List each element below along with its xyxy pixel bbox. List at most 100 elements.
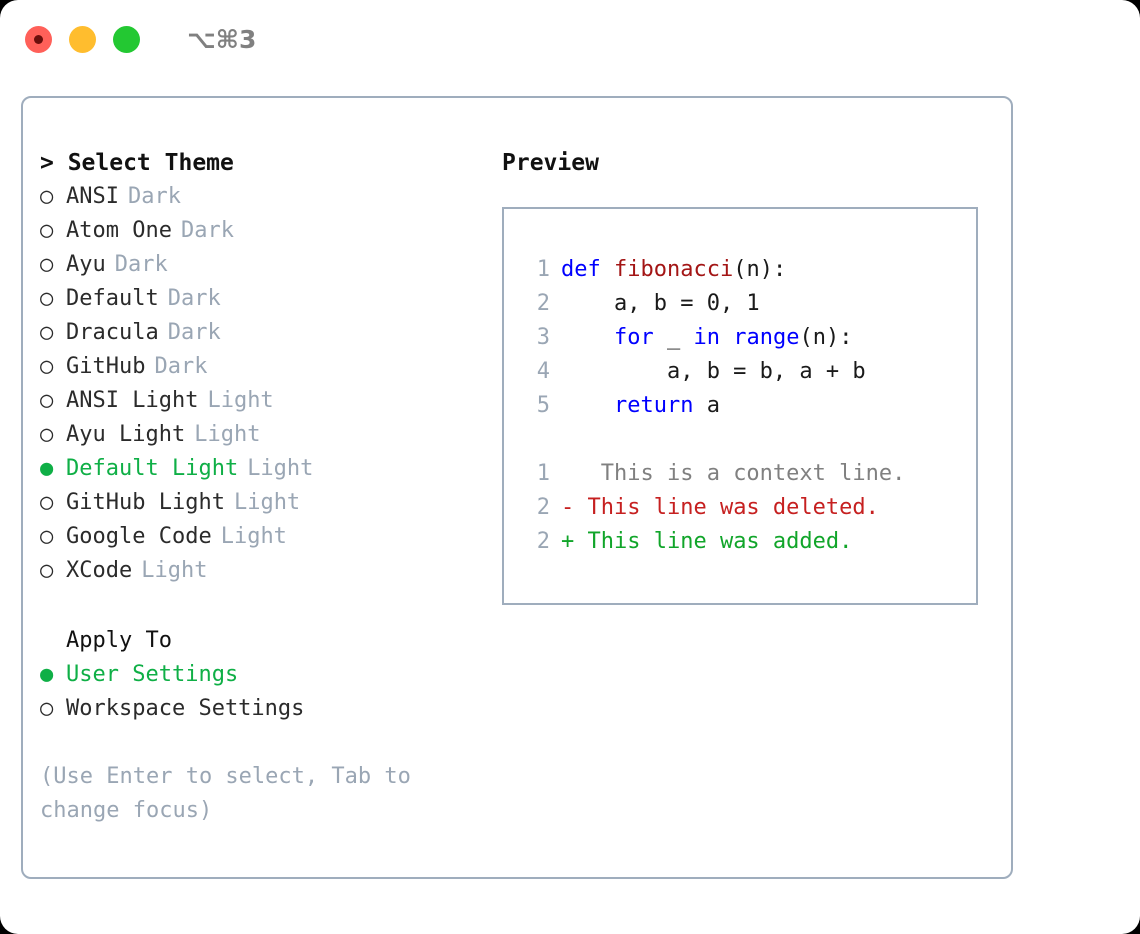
- theme-list-item[interactable]: ● Default Light Light: [40, 452, 490, 486]
- diff-line-number: 2: [536, 529, 550, 554]
- diff-line: 2- This line was deleted.: [520, 491, 905, 525]
- radio-unselected-icon: ○: [40, 558, 54, 583]
- code-token: return: [613, 393, 694, 418]
- code-line-text: a, b = 0, 1: [561, 287, 760, 321]
- code-token: fibonacci: [613, 257, 734, 282]
- select-theme-header: > Select Theme: [40, 150, 234, 176]
- theme-name-label: GitHub: [66, 354, 146, 379]
- theme-name-label: Atom One: [66, 218, 172, 243]
- theme-kind-label: Dark: [127, 184, 181, 209]
- keyboard-hint-text: (Use Enter to select, Tab to change focu…: [40, 764, 411, 823]
- code-token: a: [693, 393, 720, 418]
- radio-unselected-icon: ○: [40, 320, 54, 345]
- radio-unselected-icon: ○: [40, 388, 54, 413]
- code-token: [561, 325, 614, 350]
- theme-list-item[interactable]: ○ XCode Light: [40, 554, 490, 588]
- apply-to-option-label: User Settings: [66, 662, 239, 687]
- theme-kind-label: Light: [141, 558, 208, 583]
- title-bar: ⌥⌘3: [0, 0, 1140, 78]
- diff-line-number: 2: [536, 495, 550, 520]
- close-window-button[interactable]: [25, 25, 52, 53]
- apply-to-heading: Apply To: [66, 628, 172, 653]
- theme-list-item[interactable]: ○ Ayu Dark: [40, 248, 490, 282]
- code-token: def: [561, 257, 614, 282]
- theme-kind-label: Dark: [154, 354, 208, 379]
- theme-list-item[interactable]: ○ ANSI Light Light: [40, 384, 490, 418]
- code-line-text: def fibonacci(n):: [561, 253, 786, 287]
- apply-to-option[interactable]: ○Workspace Settings: [40, 692, 490, 726]
- code-token: for: [613, 325, 654, 350]
- theme-kind-label: Light: [247, 456, 314, 481]
- code-token: [720, 325, 733, 350]
- radio-unselected-icon: ○: [40, 354, 54, 379]
- radio-unselected-icon: ○: [40, 490, 54, 515]
- diff-line-text: This line was added.: [574, 529, 853, 554]
- diff-line-number: 1: [536, 461, 550, 486]
- theme-name-label: GitHub Light: [66, 490, 225, 515]
- line-number: 3: [536, 325, 550, 350]
- theme-kind-label: Dark: [114, 252, 168, 277]
- code-token: in: [693, 325, 720, 350]
- theme-kind-label: Light: [220, 524, 287, 549]
- theme-name-label: Default Light: [66, 456, 239, 481]
- theme-name-label: Google Code: [66, 524, 212, 549]
- maximize-window-button[interactable]: [113, 25, 140, 53]
- theme-list-item[interactable]: ○ Default Dark: [40, 282, 490, 316]
- theme-name-label: Default: [66, 286, 159, 311]
- code-line-text: for _ in range(n):: [561, 321, 852, 355]
- diff-sign: -: [561, 495, 575, 520]
- radio-unselected-icon: ○: [40, 184, 54, 209]
- radio-unselected-icon: ○: [40, 696, 54, 721]
- theme-name-label: Ayu Light: [66, 422, 186, 447]
- code-token: range: [733, 325, 800, 350]
- theme-list-item[interactable]: ○ GitHub Dark: [40, 350, 490, 384]
- theme-kind-label: Dark: [167, 286, 221, 311]
- theme-list-item[interactable]: ○ Ayu Light Light: [40, 418, 490, 452]
- diff-sign: [561, 457, 574, 491]
- theme-list-item[interactable]: ○ ANSI Dark: [40, 180, 490, 214]
- apply-to-option[interactable]: ● User Settings: [40, 658, 490, 692]
- code-token: (n):: [733, 257, 787, 282]
- diff-sign: +: [561, 529, 575, 554]
- radio-unselected-icon: ○: [40, 286, 54, 311]
- theme-name-label: XCode: [66, 558, 133, 583]
- traffic-lights: [25, 25, 140, 53]
- diff-line-text: This line was deleted.: [574, 495, 879, 520]
- code-token: [561, 393, 614, 418]
- code-line: 3 for _ in range(n):: [520, 321, 905, 355]
- theme-kind-label: Light: [194, 422, 261, 447]
- code-token: _: [653, 325, 694, 350]
- radio-selected-icon: ●: [40, 456, 54, 481]
- radio-unselected-icon: ○: [40, 252, 54, 277]
- theme-name-label: Ayu: [66, 252, 106, 277]
- theme-name-label: ANSI: [66, 184, 119, 209]
- apply-to-options[interactable]: ● User Settings ○Workspace Settings: [40, 658, 490, 726]
- code-line: 5 return a: [520, 389, 905, 423]
- minimize-window-button[interactable]: [69, 25, 96, 53]
- code-token: a, b = 0, 1: [561, 291, 760, 316]
- diff-line-text: This is a context line.: [574, 461, 906, 486]
- radio-unselected-icon: ○: [40, 422, 54, 447]
- code-line: 2 a, b = 0, 1: [520, 287, 905, 321]
- theme-kind-label: Light: [207, 388, 274, 413]
- close-icon: [34, 34, 43, 44]
- code-line-text: return a: [561, 389, 720, 423]
- line-number: 2: [536, 291, 550, 316]
- diff-line: 2 + This line was added.: [520, 525, 905, 559]
- line-number: 5: [536, 393, 550, 418]
- code-token: a, b = b, a + b: [561, 359, 866, 384]
- radio-selected-icon: ●: [40, 662, 54, 687]
- code-line: 4 a, b = b, a + b: [520, 355, 905, 389]
- diff-line: 1 This is a context line.: [520, 457, 906, 491]
- theme-name-label: ANSI Light: [66, 388, 199, 413]
- line-number: 1: [536, 257, 550, 282]
